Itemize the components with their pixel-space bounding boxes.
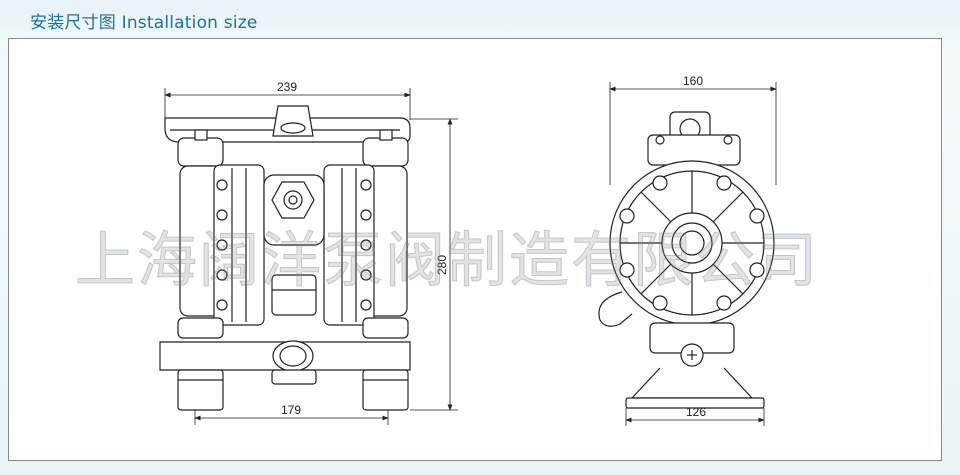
side-view-pump [598,111,775,409]
front-height-dimension [410,118,458,411]
company-watermark: 上海阔洋泵阀制造有限公司 [75,226,819,297]
drawing-frame [8,38,942,461]
side-width-label: 160 [683,74,703,88]
front-width-dimension [164,88,411,120]
side-width-dimension [609,82,777,185]
front-base-label: 179 [281,403,301,417]
side-base-dimension [625,408,765,426]
front-height-label: 280 [435,255,449,275]
front-view-pump [159,105,411,411]
front-width-label: 239 [277,80,297,94]
side-base-label: 126 [686,405,706,419]
page-title: 安装尺寸图 Installation size [30,13,258,33]
front-base-dimension [194,410,389,425]
